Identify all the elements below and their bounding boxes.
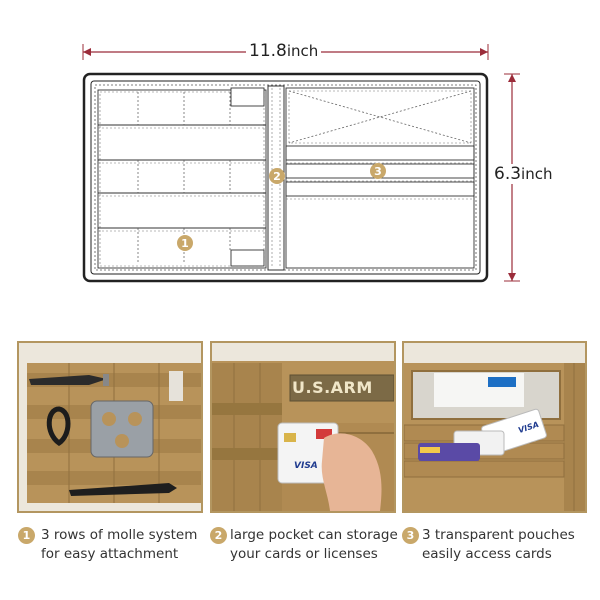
organizer-outline: [82, 72, 489, 283]
feature-line-2a: large pocket can storage: [230, 527, 398, 543]
feature-line-1a: 3 rows of molle system: [41, 527, 198, 543]
photo-transparent-pouches: VISA: [402, 341, 587, 513]
height-arrow-bottom-icon: [508, 273, 516, 281]
diagram-marker-2: 2: [269, 168, 285, 184]
feature-line-3b: easily access cards: [422, 546, 552, 562]
pouch-photo-illustration: [404, 343, 585, 511]
card-visa-text: VISA: [294, 461, 318, 471]
width-arrow-right-icon: [480, 48, 488, 56]
multitool-card-icon: [90, 400, 154, 458]
feature-number-1: 1: [18, 527, 35, 544]
carabiner-icon: [46, 406, 71, 447]
width-label: 11.8inch: [246, 41, 322, 61]
feature-line-2b: your cards or licenses: [230, 546, 378, 562]
us-army-patch: [289, 374, 394, 402]
knife-icon: [29, 375, 107, 385]
photo-card-pocket: U.S.ARM VISA: [210, 341, 396, 513]
hand-icon: [321, 433, 382, 511]
diagram-marker-3: 3: [370, 163, 386, 179]
patch-text: U.S.ARM: [292, 378, 373, 397]
feature-number-2: 2: [210, 527, 227, 544]
feature-number-3: 3: [402, 527, 419, 544]
organizer-diagram: [82, 72, 489, 283]
tactical-pen-icon: [69, 483, 177, 496]
feature-line-3a: 3 transparent pouches: [422, 527, 575, 543]
diagram-marker-1: 1: [177, 235, 193, 251]
height-label: 6.3inch: [494, 164, 553, 184]
pocket-photo-illustration: [212, 343, 394, 511]
feature-line-1b: for easy attachment: [41, 546, 179, 562]
photo-molle-system: [17, 341, 203, 513]
molle-photo-illustration: [19, 343, 201, 511]
width-arrow-left-icon: [83, 48, 91, 56]
height-arrow-top-icon: [508, 74, 516, 82]
